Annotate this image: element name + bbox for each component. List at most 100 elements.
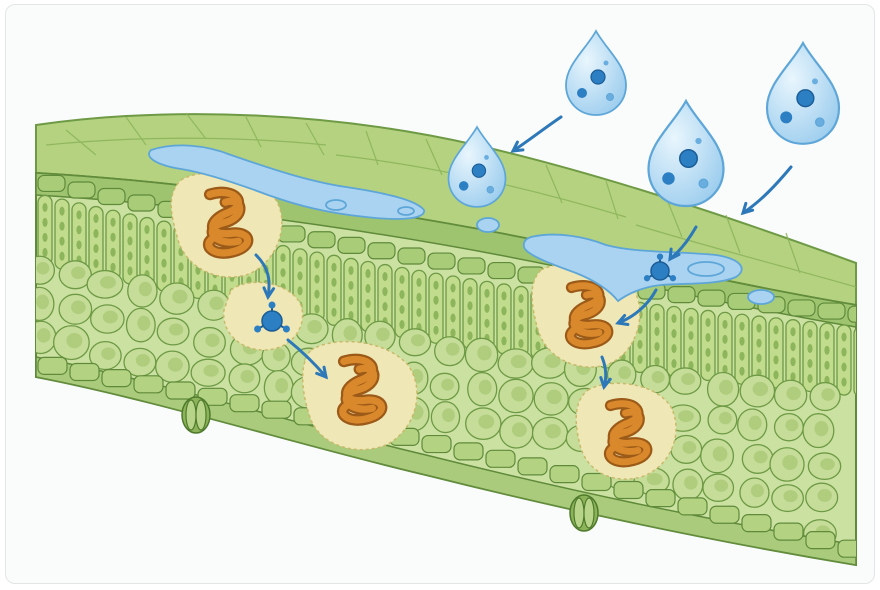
chloroplast bbox=[654, 342, 659, 351]
water-droplet-icon bbox=[449, 127, 506, 207]
chloroplast bbox=[511, 386, 526, 401]
lower-epidermis-cell bbox=[838, 540, 867, 557]
chloroplast bbox=[841, 348, 846, 357]
chloroplast bbox=[365, 284, 370, 293]
chloroplast bbox=[376, 327, 390, 340]
chloroplast bbox=[450, 299, 455, 308]
chloroplast bbox=[76, 210, 81, 219]
chloroplast bbox=[382, 302, 387, 311]
chloroplast bbox=[705, 363, 710, 372]
chloroplast bbox=[399, 305, 404, 314]
chloroplast bbox=[280, 268, 285, 277]
chloroplast bbox=[76, 225, 81, 234]
chloroplast bbox=[139, 282, 152, 296]
chloroplast bbox=[66, 333, 82, 348]
chloroplast bbox=[773, 355, 778, 364]
chloroplast bbox=[93, 244, 98, 253]
lower-epidermis-cell bbox=[550, 466, 579, 483]
chloroplast bbox=[754, 450, 768, 463]
chloroplast bbox=[479, 380, 492, 395]
chloroplast bbox=[42, 233, 47, 242]
chloroplast bbox=[501, 306, 506, 315]
chloroplast bbox=[280, 253, 285, 262]
chloroplast bbox=[127, 251, 132, 260]
lower-epidermis-cell bbox=[678, 498, 707, 515]
epidermis-cell bbox=[488, 263, 515, 279]
chloroplast bbox=[714, 480, 728, 492]
chloroplast bbox=[807, 344, 812, 353]
chloroplast bbox=[411, 334, 425, 346]
chloroplast bbox=[682, 441, 696, 454]
chloroplast bbox=[749, 416, 762, 430]
lower-epidermis-cell bbox=[70, 363, 99, 380]
chloroplast bbox=[314, 290, 319, 299]
stoma-icon bbox=[182, 397, 210, 433]
lower-epidermis-cell bbox=[486, 450, 515, 467]
chloroplast bbox=[331, 278, 336, 287]
chloroplast bbox=[169, 324, 183, 336]
chloroplast bbox=[545, 424, 561, 438]
chloroplast bbox=[824, 346, 829, 355]
chloroplast bbox=[42, 248, 47, 257]
water-bead bbox=[398, 207, 414, 215]
chloroplast bbox=[518, 339, 523, 348]
chloroplast bbox=[790, 357, 795, 366]
epidermis-cell bbox=[38, 175, 65, 191]
chloroplast bbox=[671, 314, 676, 323]
chloroplast bbox=[161, 229, 166, 238]
lower-epidermis-cell bbox=[518, 458, 547, 475]
chloroplast bbox=[136, 354, 150, 367]
lower-epidermis-cell bbox=[806, 532, 835, 549]
chloroplast bbox=[773, 370, 778, 379]
chloroplast bbox=[178, 262, 183, 271]
chloroplast bbox=[773, 325, 778, 334]
chloroplast bbox=[37, 328, 51, 343]
epidermis-cell bbox=[848, 306, 875, 322]
chloroplast bbox=[93, 214, 98, 223]
chloroplast bbox=[144, 240, 149, 249]
chloroplast bbox=[416, 293, 421, 302]
chloroplast bbox=[654, 327, 659, 336]
chloroplast bbox=[739, 367, 744, 376]
lower-epidermis-cell bbox=[38, 357, 67, 374]
chloroplast bbox=[722, 320, 727, 329]
water-bead bbox=[477, 218, 499, 232]
chloroplast bbox=[841, 378, 846, 387]
chloroplast bbox=[841, 333, 846, 342]
chloroplast bbox=[467, 316, 472, 325]
chloroplast bbox=[858, 334, 863, 343]
chloroplast bbox=[858, 364, 863, 373]
lower-epidermis-cell bbox=[422, 436, 451, 453]
chloroplast bbox=[110, 218, 115, 227]
chloroplast bbox=[382, 272, 387, 281]
chloroplast bbox=[501, 336, 506, 345]
chloroplast bbox=[807, 329, 812, 338]
chloroplast bbox=[751, 484, 764, 497]
chloroplast bbox=[705, 318, 710, 327]
chloroplast bbox=[127, 266, 132, 275]
epidermis-cell bbox=[788, 300, 815, 316]
chloroplast bbox=[807, 374, 812, 383]
chloroplast bbox=[637, 340, 642, 349]
chloroplast bbox=[450, 284, 455, 293]
chloroplast bbox=[688, 331, 693, 340]
epidermis-cell bbox=[308, 232, 335, 248]
chloroplast bbox=[784, 490, 798, 502]
chloroplast bbox=[652, 371, 665, 383]
chloroplast bbox=[739, 352, 744, 361]
chloroplast bbox=[382, 287, 387, 296]
lower-epidermis-cell bbox=[166, 382, 195, 399]
chloroplast bbox=[814, 421, 828, 436]
chloroplast bbox=[348, 296, 353, 305]
chloroplast bbox=[618, 366, 631, 379]
chloroplast bbox=[719, 412, 732, 424]
chloroplast bbox=[739, 337, 744, 346]
chloroplast bbox=[433, 311, 438, 320]
chloroplast bbox=[547, 390, 562, 405]
chloroplast bbox=[739, 322, 744, 331]
chloroplast bbox=[416, 308, 421, 317]
lower-epidermis-cell bbox=[230, 395, 259, 412]
chloroplast bbox=[71, 301, 86, 314]
epidermis-cell bbox=[68, 182, 95, 198]
chloroplast bbox=[858, 379, 863, 388]
